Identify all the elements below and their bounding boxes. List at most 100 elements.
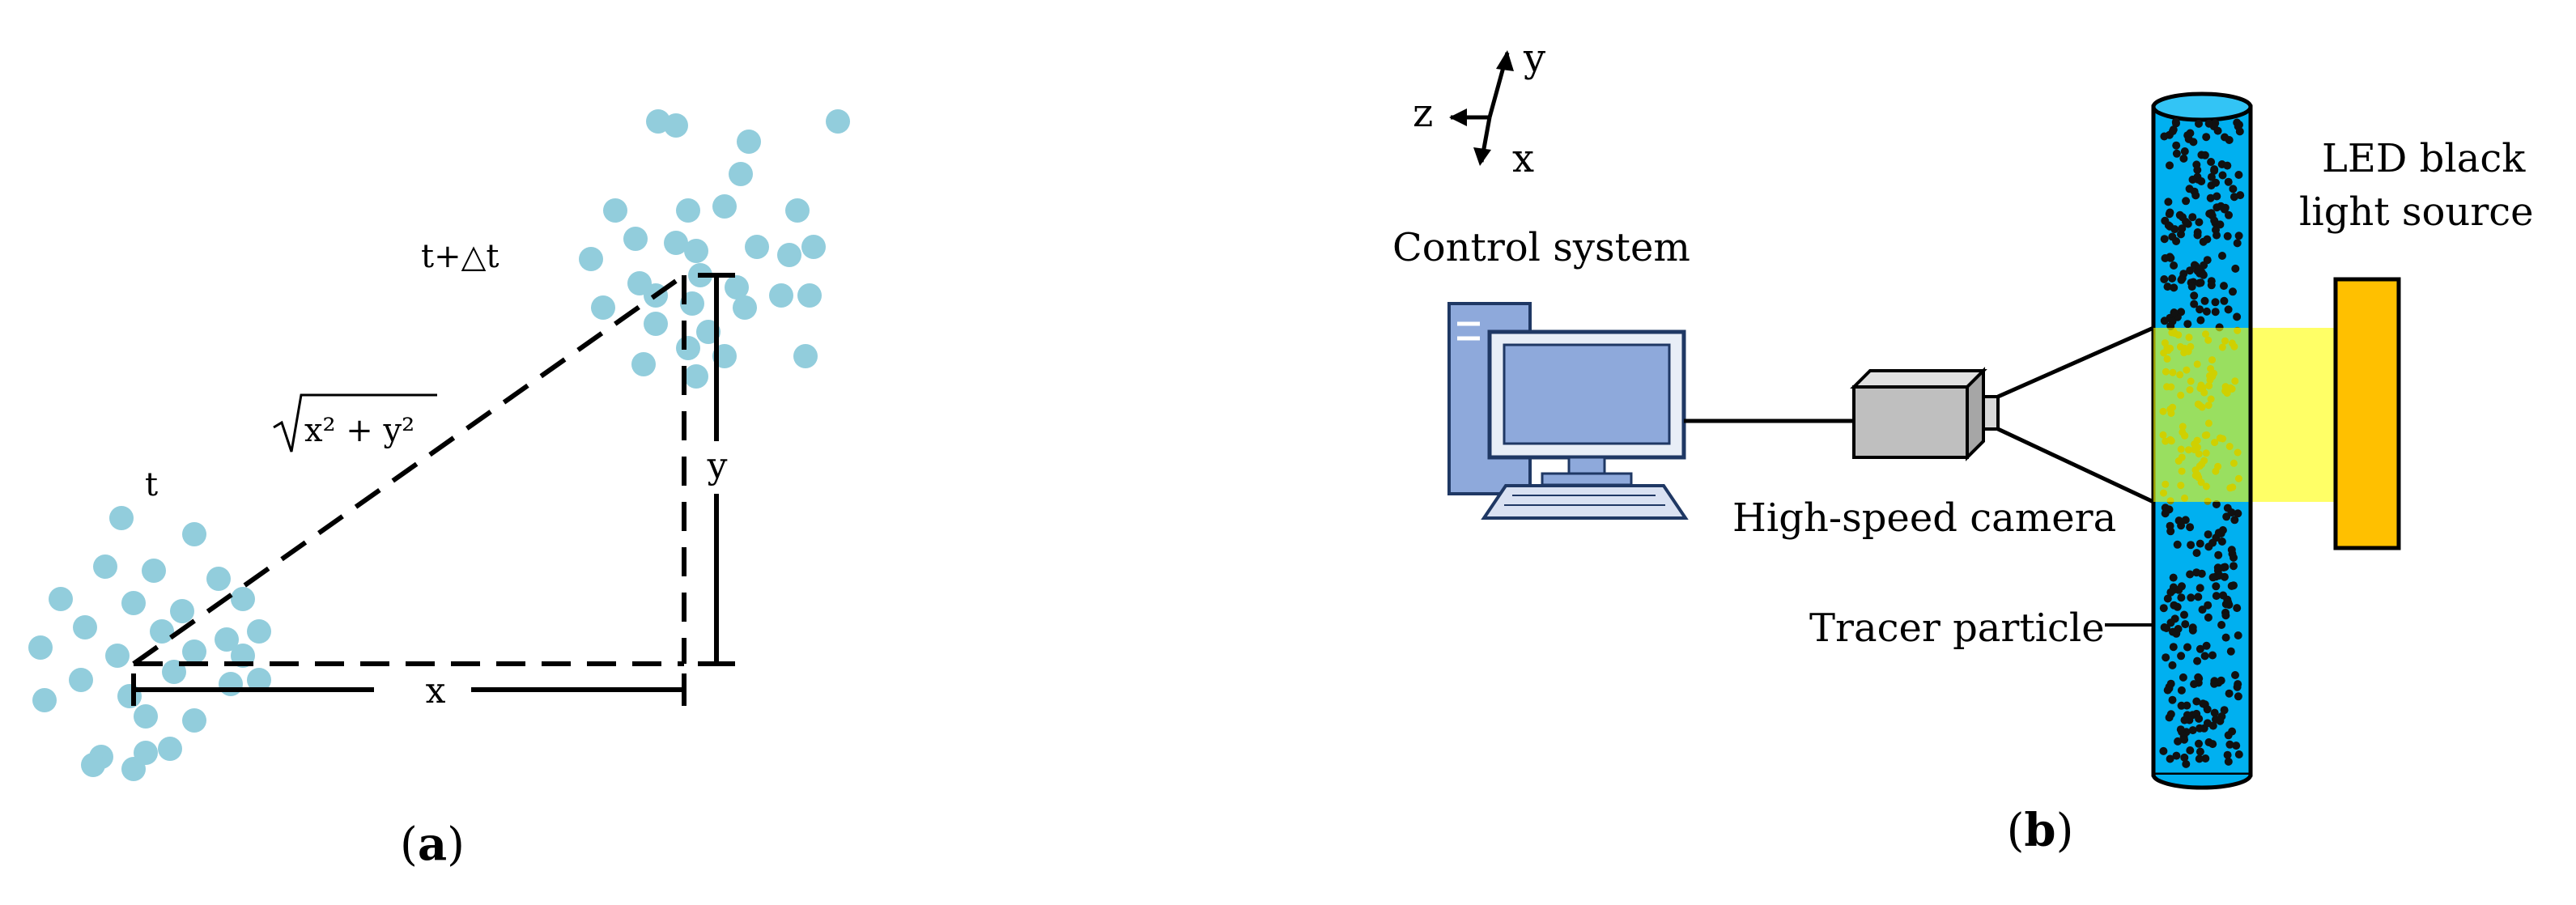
particle: [109, 506, 134, 530]
particle: [793, 344, 818, 368]
tracer-particle: [2192, 697, 2201, 706]
tracer-particle: [2220, 282, 2228, 291]
control-system-label: Control system: [1392, 225, 1690, 270]
particle: [28, 635, 53, 660]
axis-y-label: y: [1523, 36, 1545, 81]
tracer-particle: [2208, 538, 2217, 547]
tracer-particle: [2166, 754, 2174, 763]
tracer-particle: [2177, 593, 2186, 602]
particle: [591, 295, 615, 320]
particle: [631, 352, 656, 376]
tracer-particle: [2173, 540, 2182, 549]
tracer-particle: [2196, 584, 2204, 593]
camera-side: [1966, 367, 1985, 461]
tracer-particle: [2183, 320, 2192, 329]
tracer-particle: [2199, 270, 2208, 279]
tracer-particle: [2211, 308, 2220, 317]
y-label: y: [707, 445, 728, 486]
particle: [182, 522, 206, 546]
tracer-particle: [2160, 132, 2169, 141]
pipe-bottom-rim: [2151, 774, 2253, 790]
tracer-particle: [2180, 753, 2189, 762]
tracer-particle: [2186, 570, 2195, 579]
tracer-particle: [2216, 220, 2225, 229]
tracer-particle: [2204, 119, 2213, 128]
tracer-particle: [2163, 686, 2172, 695]
tracer-particle: [2168, 661, 2177, 669]
tracer-particle: [2220, 296, 2229, 305]
tracer-particle: [2196, 747, 2204, 756]
tracer-particle: [2186, 129, 2195, 138]
caption-b: (b): [2007, 804, 2074, 857]
particle: [801, 235, 826, 259]
tracer-particle: [2174, 516, 2183, 525]
tracer-particle: [2213, 563, 2222, 572]
tracer-particle: [2218, 252, 2226, 260]
tracer-particle: [2215, 571, 2224, 580]
tracer-particle: [2180, 716, 2189, 724]
tracer-particle: [2233, 239, 2242, 248]
particle: [134, 704, 158, 729]
tracer-particle: [2166, 161, 2174, 170]
tracer-particle: [2159, 604, 2168, 613]
particle: [579, 247, 603, 271]
particle: [777, 243, 801, 267]
tracer-particle: [2224, 598, 2233, 606]
y-dimension: [698, 273, 735, 666]
tracer-particle: [2190, 300, 2199, 308]
tracer-particle: [2170, 261, 2179, 270]
tracer-particle: [2229, 185, 2238, 193]
tracer-particle: [2217, 621, 2226, 629]
tracer-particle: [2170, 308, 2179, 317]
tracer-particle: [2198, 605, 2207, 614]
particle: [231, 587, 255, 611]
tracer-particle: [2174, 737, 2183, 746]
tracer-particle: [2187, 541, 2196, 550]
tracer-particle: [2196, 644, 2204, 653]
particle: [81, 753, 105, 777]
computer-icon: [1447, 302, 1689, 520]
tracer-particle: [2177, 701, 2186, 710]
tracer-particle: [2199, 699, 2208, 708]
time-end-label: t+△t: [421, 238, 499, 275]
tracer-particle: [2172, 751, 2181, 760]
particle: [826, 109, 850, 134]
tracer-particle: [2200, 151, 2209, 159]
camera-top: [1850, 369, 1987, 389]
tracer-particle: [2193, 231, 2202, 240]
tracer-particle: [2208, 740, 2217, 749]
tracer-particle: [2224, 757, 2233, 766]
particle: [182, 708, 206, 733]
tracer-particle: [2221, 563, 2230, 571]
tracer-particle: [2218, 526, 2227, 534]
tracer-particle: [2177, 652, 2186, 661]
tracer-particle: [2187, 593, 2196, 602]
tracer-particle: [2186, 746, 2195, 754]
camera-label: High-speed camera: [1732, 495, 2116, 541]
particle: [247, 619, 271, 644]
tracer-particle: [2224, 731, 2233, 740]
tracer-particle: [2214, 550, 2223, 559]
tracer-particle: [2168, 695, 2177, 704]
particle: [769, 283, 793, 308]
tracer-particle: [2206, 193, 2215, 202]
tracer-particle: [2195, 739, 2203, 748]
particle: [73, 615, 97, 639]
particle: [684, 239, 708, 263]
tracer-particle: [2213, 126, 2222, 135]
tracer-particle: [2180, 147, 2189, 155]
tracer-particle: [2176, 725, 2185, 734]
tracer-particle: [2225, 740, 2234, 749]
tracer-particle: [2232, 741, 2241, 750]
particle: [32, 688, 57, 712]
tracer-particle: [2164, 221, 2173, 230]
tracer-particle: [2227, 546, 2236, 554]
particle: [182, 639, 206, 664]
particle: [729, 162, 753, 186]
tracer-particle: [2202, 307, 2211, 316]
tracer-particle: [2216, 716, 2225, 725]
tracer-particle: [2211, 119, 2220, 128]
particle: [676, 336, 700, 360]
tracer-particle: [2172, 141, 2181, 150]
